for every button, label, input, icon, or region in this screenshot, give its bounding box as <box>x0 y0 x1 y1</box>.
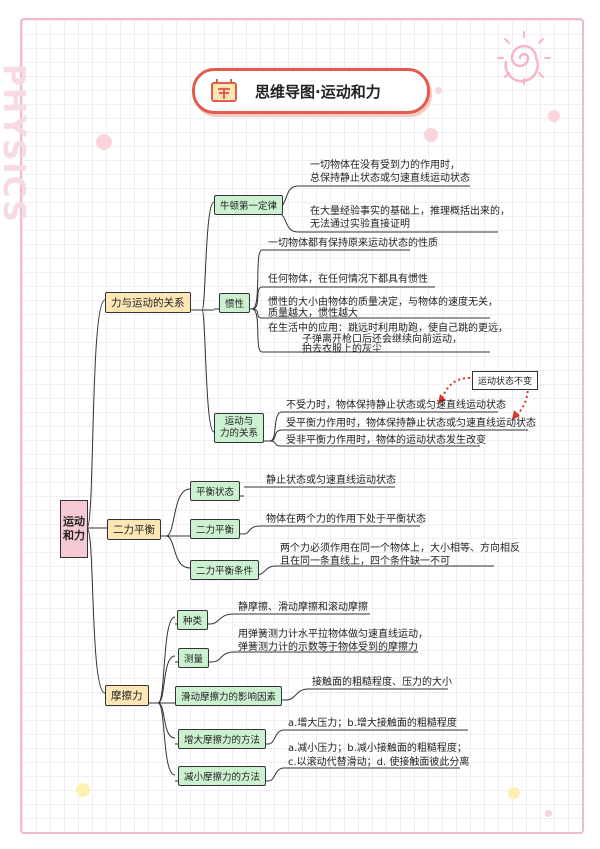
side-decoration-text: PHYSICS <box>0 64 31 224</box>
newton-text: 一切物体在没有受到力的作用时， <box>310 160 460 171</box>
friction-text: 接触面的粗糙程度、压力的大小 <box>312 677 452 688</box>
inertia-text: 惯性的大小由物体的质量决定，与物体的速度无关， <box>268 297 498 308</box>
node-balance-state: 平衡状态 <box>190 481 241 501</box>
decor-dot <box>548 110 560 122</box>
inertia-text: 一切物体都有保持原来运动状态的性质 <box>268 238 438 249</box>
friction-text: 弹簧测力计的示数等于物体受到的摩擦力 <box>238 642 418 653</box>
newton-text: 总保持静止状态或匀速直线运动状态 <box>310 173 470 184</box>
branch-force-motion: 力与运动的关系 <box>105 292 191 313</box>
newton-text: 在大量经验事实的基础上，推理概括出来的， <box>310 206 510 217</box>
root-node: 运动和力 <box>60 500 88 558</box>
node-inertia: 惯性 <box>219 293 251 313</box>
node-increase-friction: 增大摩擦力的方法 <box>178 729 267 749</box>
relation-text: 受平衡力作用时，物体保持静止状态或匀速直线运动状态 <box>286 418 536 429</box>
balance-text: 两个力必须作用在同一个物体上，大小相等、方向相反 <box>280 543 520 554</box>
decor-dot <box>508 787 520 799</box>
branch-two-force-balance: 二力平衡 <box>107 519 161 540</box>
node-two-force-balance: 二力平衡 <box>190 519 241 539</box>
decor-dot <box>424 128 438 142</box>
friction-text: c.以滚动代替滑动；d. 使接触面彼此分离 <box>288 757 470 768</box>
node-friction-factors: 滑动摩擦力的影响因素 <box>175 686 283 706</box>
node-decrease-friction: 减小摩擦力的方法 <box>178 766 267 786</box>
balance-text: 静止状态或匀速直线运动状态 <box>266 475 396 486</box>
node-friction-types: 种类 <box>177 610 209 630</box>
inertia-text: 拍去衣服上的灰尘 <box>302 344 382 355</box>
relation-label-line2: 力的关系 <box>220 428 259 439</box>
title-banner: 思维导图·运动和力 <box>192 68 430 114</box>
relation-text: 受非平衡力作用时，物体的运动状态发生改变 <box>286 435 486 446</box>
node-friction-measure: 测量 <box>178 648 210 668</box>
inertia-text: 子弹离开枪口后还会继续向前运动， <box>302 334 462 345</box>
inertia-text: 质量越大，惯性越大 <box>268 308 358 319</box>
balance-text: 且在同一条直线上，四个条件缺一不可 <box>280 556 450 567</box>
balance-text: 物体在两个力的作用下处于平衡状态 <box>266 514 426 525</box>
decor-dot <box>435 87 442 94</box>
swirl-decoration <box>497 31 551 85</box>
node-balance-condition: 二力平衡条件 <box>190 560 260 580</box>
node-newton-first-law: 牛顿第一定律 <box>214 195 284 215</box>
friction-text: 用弹簧测力计水平拉物体做匀速直线运动， <box>238 629 428 640</box>
friction-text: 静摩擦、滑动摩擦和滚动摩擦 <box>238 602 368 613</box>
decor-dot <box>96 134 112 150</box>
inertia-text: 任何物体，在任何情况下都具有惯性 <box>268 274 428 285</box>
node-motion-force-relation: 运动与 力的关系 <box>214 413 265 443</box>
inertia-text: 在生活中的应用：跳远时利用助跑，使自己跳的更远， <box>268 323 508 334</box>
branch-friction: 摩擦力 <box>105 685 149 706</box>
decor-dot <box>545 810 552 817</box>
relation-text: 不受力时，物体保持静止状态或匀速直线运动状态 <box>286 400 506 411</box>
decor-dot <box>76 783 90 797</box>
relation-label-line1: 运动与 <box>224 416 254 427</box>
page-title: 思维导图·运动和力 <box>255 82 381 101</box>
physics-logo-icon <box>211 79 237 102</box>
newton-text: 无法通过实验直接证明 <box>310 219 410 230</box>
friction-text: a.增大压力；b.增大接触面的粗糙程度 <box>288 718 457 729</box>
callout-motion-unchanged: 运动状态不变 <box>472 371 539 390</box>
friction-text: a.减小压力；b.减小接触面的粗糙程度； <box>288 743 467 754</box>
